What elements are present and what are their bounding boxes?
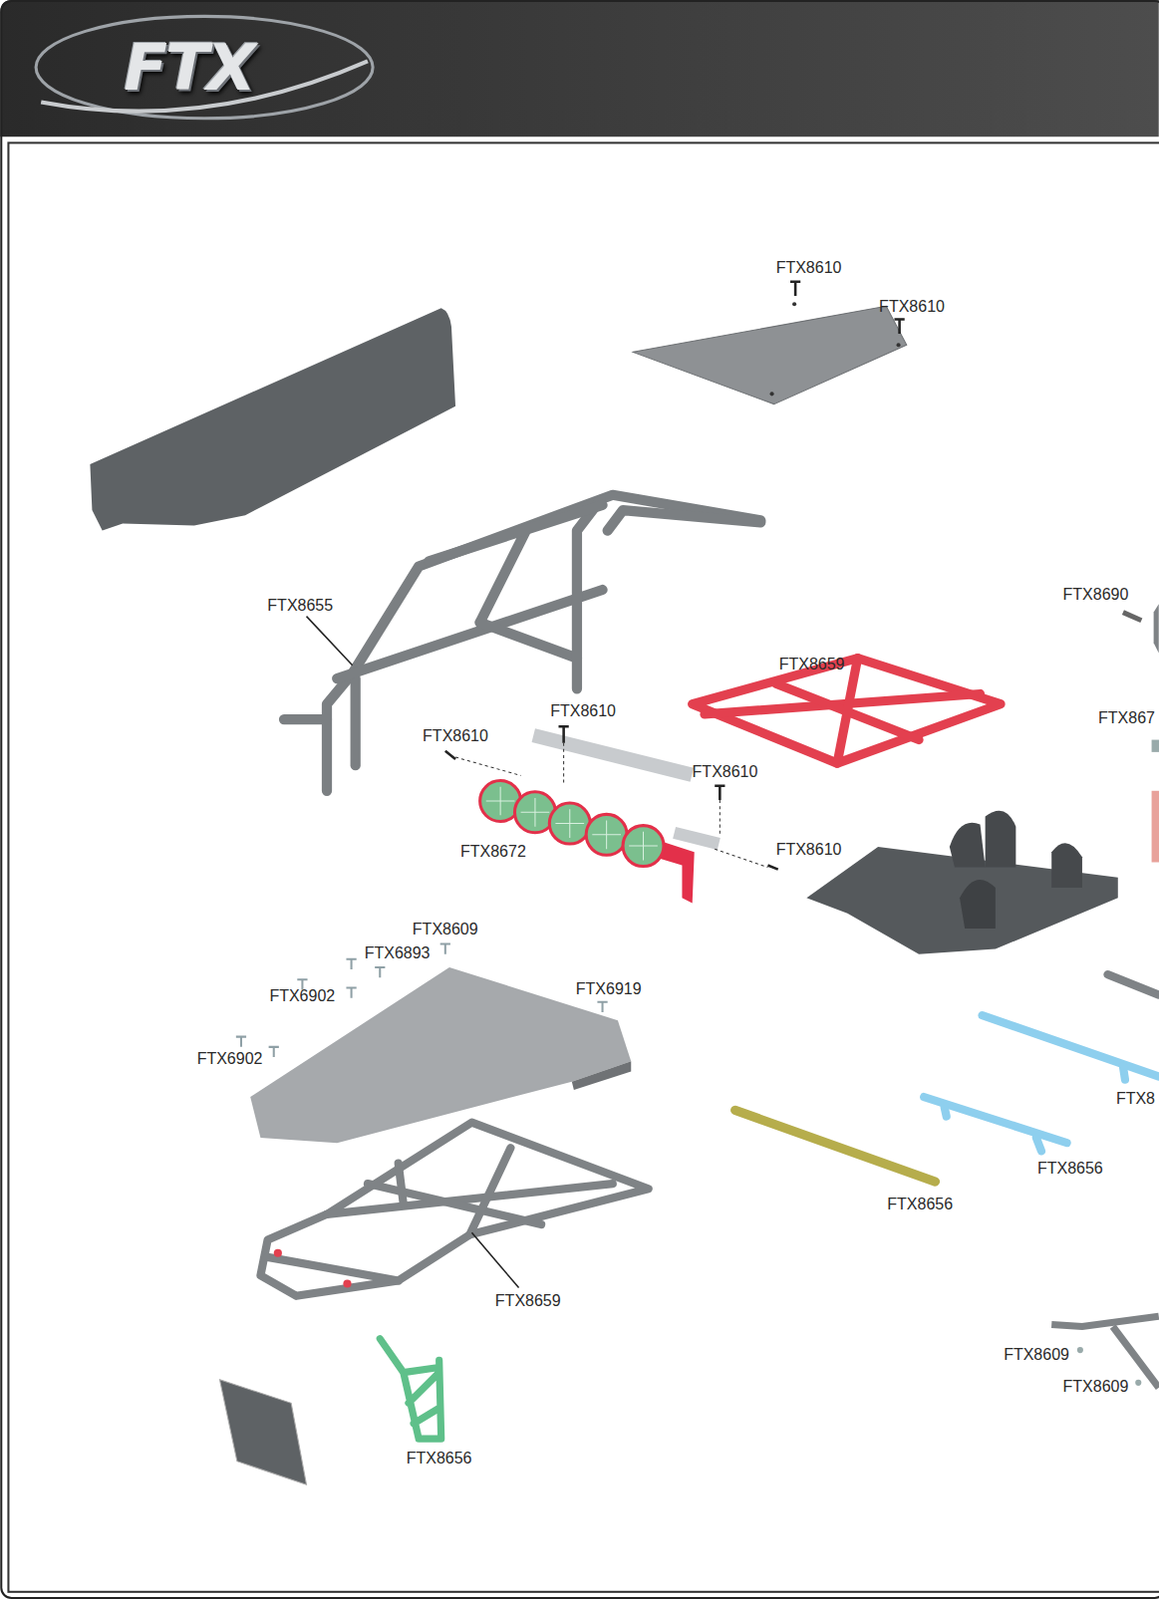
- part-number: FTX8656: [886, 1196, 953, 1213]
- part-number: FTX8656: [406, 1450, 473, 1467]
- part-number: FTX8610: [776, 842, 843, 859]
- part-number: FTX8610: [422, 728, 489, 745]
- part-number: FTX8672: [460, 844, 527, 861]
- part-number: FTX8690: [1063, 586, 1130, 603]
- part-number: FTX6893: [364, 945, 431, 962]
- part-number: FTX6902: [269, 988, 335, 1005]
- brand-logo: FTX: [123, 35, 255, 100]
- part-number: FTX8656: [1037, 1160, 1104, 1177]
- part-number: FTX8609: [1003, 1347, 1070, 1364]
- part-number: FTX8655: [267, 597, 333, 614]
- part-number: FTX8659: [779, 656, 846, 673]
- part-number: FTX8609: [1063, 1379, 1130, 1396]
- part-number: FTX8610: [550, 703, 616, 720]
- part-number: FTX867: [1098, 710, 1156, 727]
- part-number: FTX8659: [495, 1293, 562, 1310]
- part-number: FTX6919: [576, 981, 642, 998]
- part-number: FTX8: [1116, 1091, 1156, 1108]
- part-number: FTX8610: [692, 764, 759, 781]
- part-number: FTX8610: [776, 260, 843, 277]
- part-number: FTX8609: [412, 921, 479, 938]
- part-number: FTX8610: [878, 298, 945, 315]
- part-number: FTX6902: [197, 1051, 264, 1068]
